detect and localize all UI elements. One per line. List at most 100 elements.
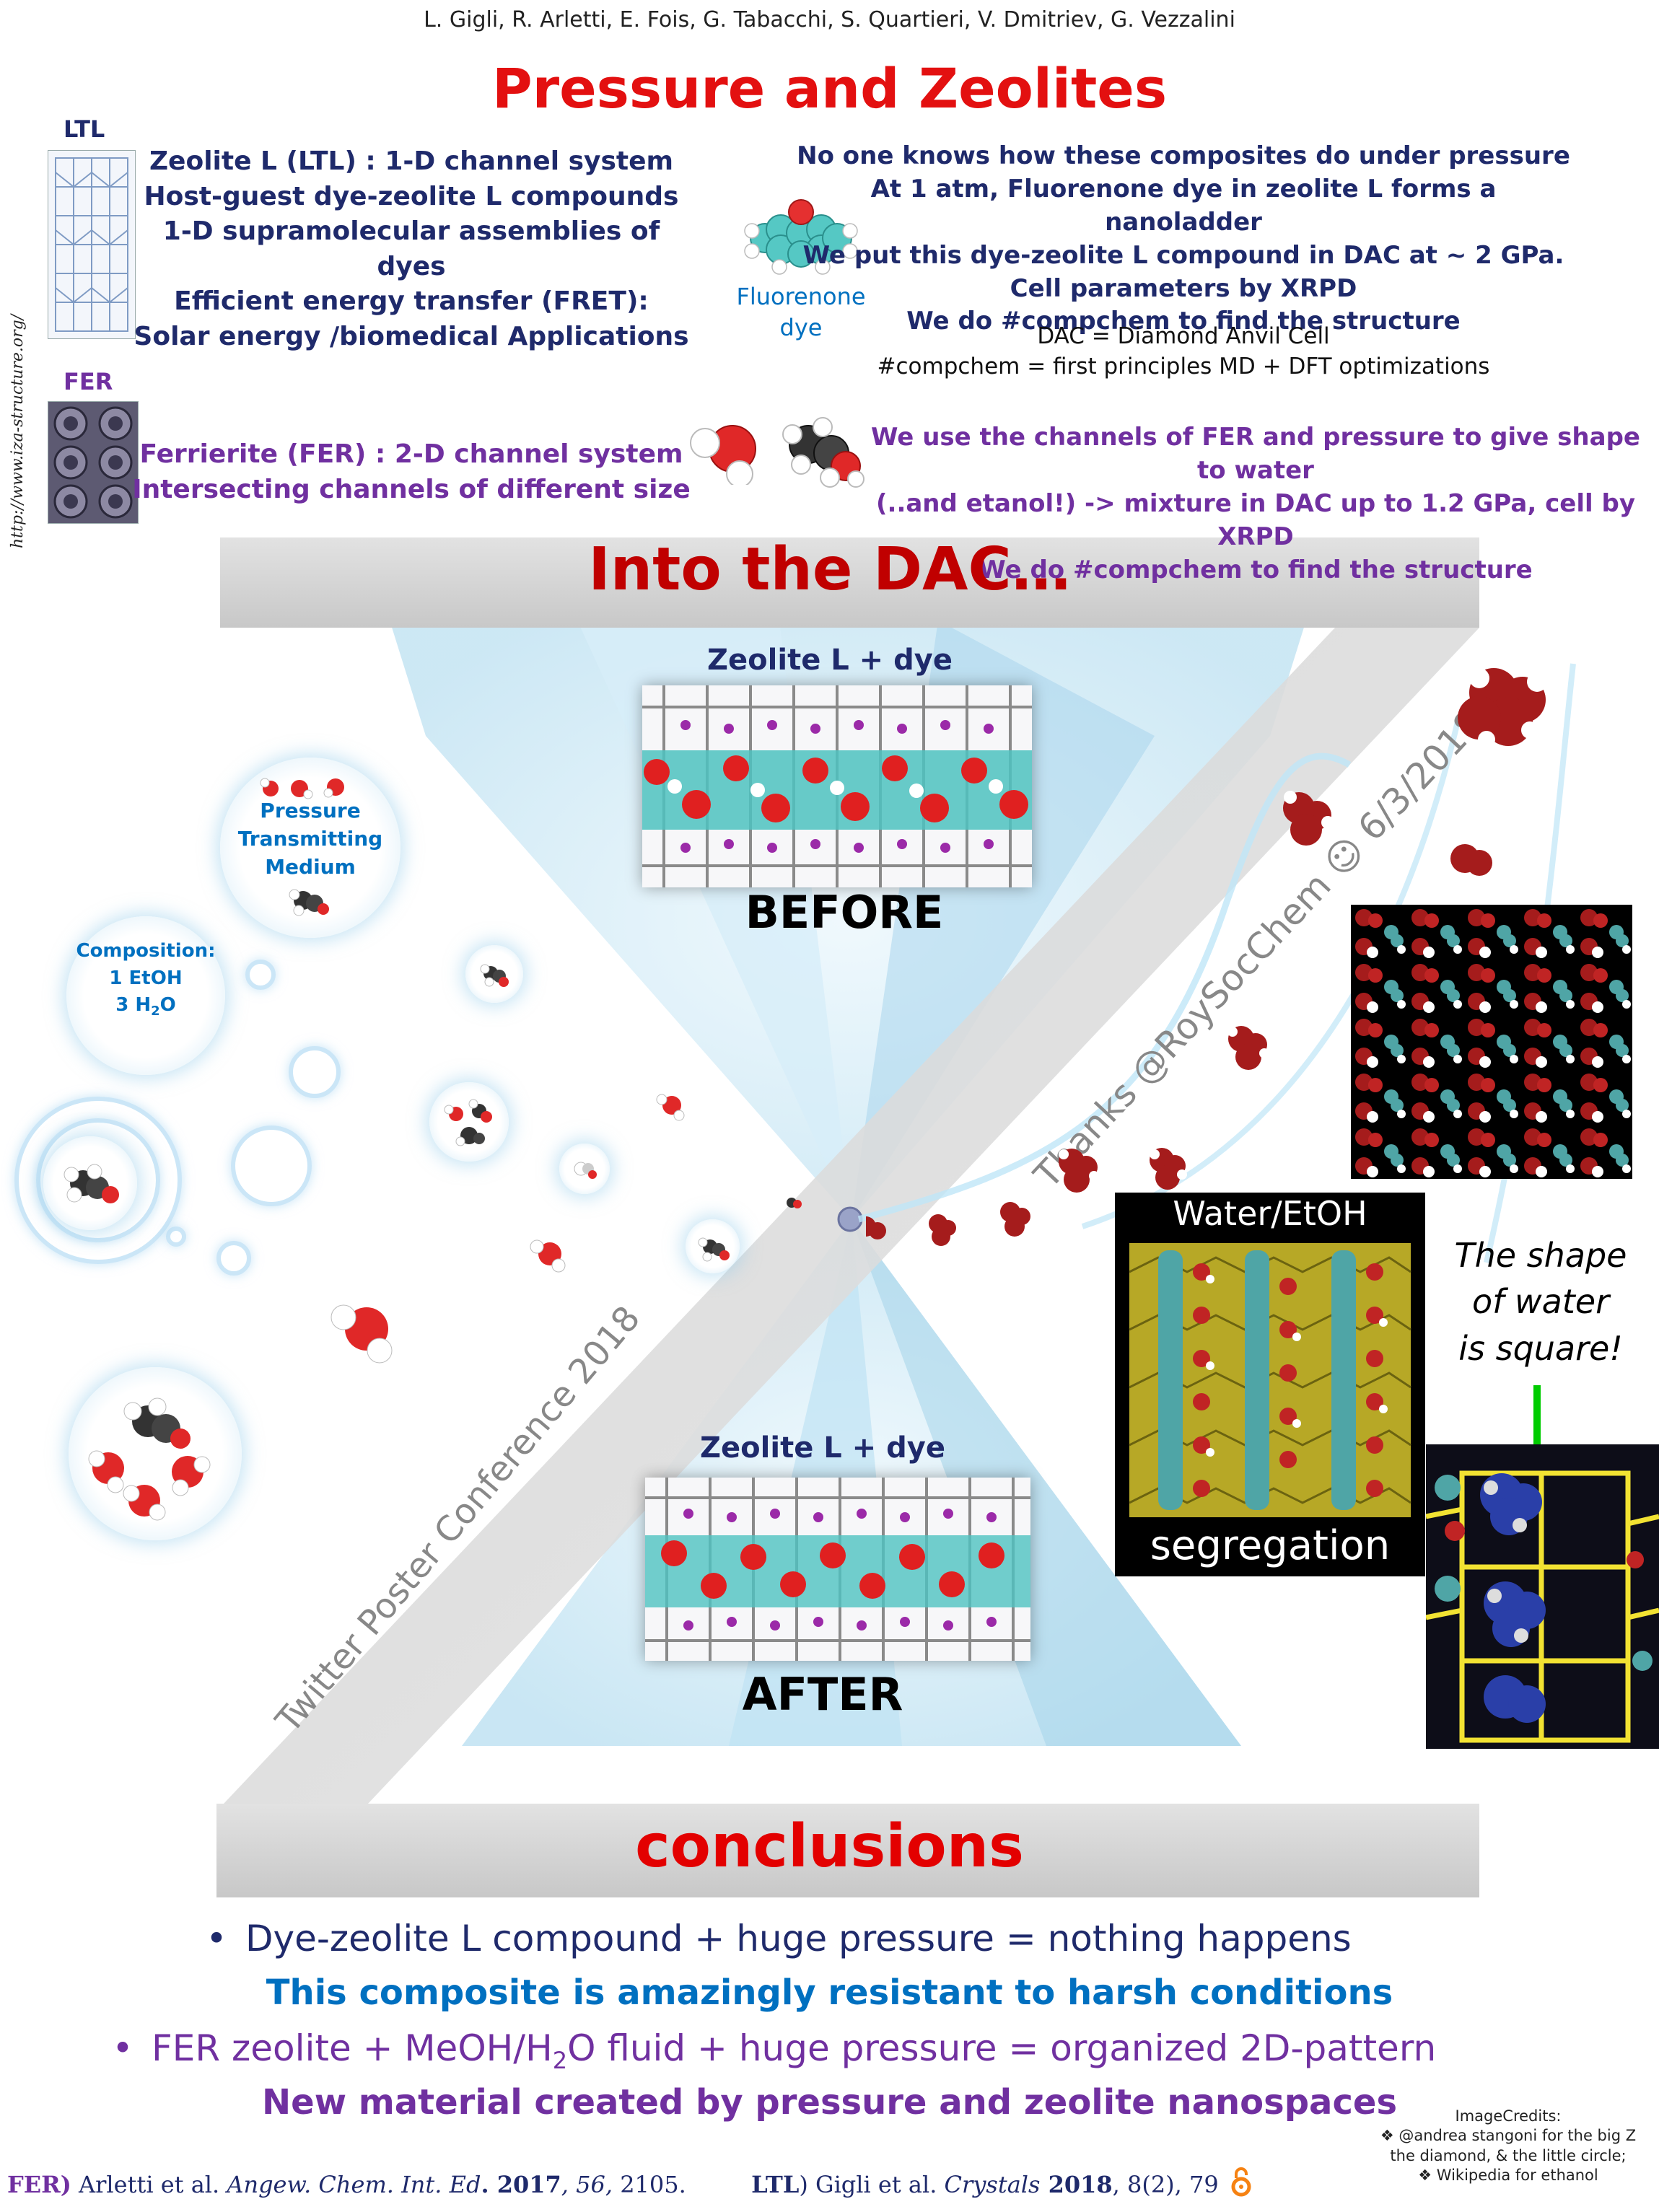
composite-line-5: We do #compchem to find the structure [906,307,1461,336]
credits-line-2: the diamond, & the little circle; [1390,2146,1627,2164]
shape-of-water-note: The shape of water is square! [1443,1232,1638,1371]
credits-line-3: ❖ Wikipedia for ethanol [1418,2166,1598,2184]
composition-water-pre: 3 H [115,994,152,1017]
pressure-medium-line-2: Transmitting [237,827,383,851]
composition-etoh: 1 EtOH [109,967,183,989]
ref-fer-vol: , 56, [561,2171,613,2198]
fluorenone-molecule-icon [744,199,858,275]
fluorenone-label-line-1: Fluorenone [736,283,866,310]
ltl-framework-icon [55,157,128,332]
fer-line-2: Intersecting channels of different size [132,474,691,504]
author-list: L. Gigli, R. Arletti, E. Fois, G. Tabacc… [424,7,1235,32]
before-structure-image [642,685,1032,887]
fluorenone-label: Fluorenone dye [714,281,888,343]
composite-description: No one knows how these composites do und… [794,140,1573,338]
square-water-structure-image [1425,1444,1659,1749]
image-credits: ImageCredits: ❖ @andrea stangoni for the… [1357,2107,1659,2185]
fer-water-pattern-icon [1351,905,1632,1179]
composition-water: 3 H2O [66,992,225,1021]
before-label: BEFORE [745,886,944,939]
ref-ltl-tag: LTL [751,2171,800,2198]
fer-water-line-2: (..and etanol!) -> mixture in DAC up to … [875,488,1635,551]
conclusion-2-subline: New material created by pressure and zeo… [261,2082,1398,2123]
ltl-line-3: 1-D supramolecular assemblies of dyes [162,216,660,281]
decor-ring [36,1118,160,1242]
ethanol-small-icon [289,889,329,916]
ref-ltl-vol: , 8 [1112,2171,1142,2198]
ltl-description: Zeolite L (LTL) : 1-D channel system Hos… [130,144,693,355]
composite-line-4: Cell parameters by XRPD [1010,273,1357,303]
pressure-medium-line-1: Pressure [260,799,361,822]
segregation-structure-icon [1129,1243,1411,1517]
ref-fer-tag: FER) [7,2171,71,2198]
water-cluster-icons [866,668,1547,1246]
ltl-line-4: Efficient energy transfer (FRET): [174,286,649,317]
dac-note-2: #compchem = first principles MD + DFT op… [877,353,1490,379]
composite-line-3: We put this dye-zeolite L compound in DA… [802,240,1564,270]
after-structure-image [645,1478,1030,1661]
ref-ltl-year: 2018 [1040,2171,1113,2198]
fer-water-line-1: We use the channels of FER and pressure … [871,423,1640,485]
shape-line-2: of water [1471,1282,1610,1322]
composition-title: Composition: [76,940,216,962]
fer-line-1: Ferrierite (FER) : 2-D channel system [139,439,683,469]
decor-ring [289,1046,341,1098]
conclusion-2-post: O fluid + huge pressure = organized 2D-p… [567,2027,1437,2069]
fer-water-line-3: We do #compchem to find the structure [979,555,1533,584]
composite-line-2: At 1 atm, Fluorenone dye in zeolite L fo… [870,174,1497,237]
mixture-bubble-icon [88,1397,211,1521]
open-access-icon[interactable] [1230,2167,1252,2197]
water-tiny-icon [656,1094,685,1121]
fer-description: Ferrierite (FER) : 2-D channel system In… [130,437,693,507]
decor-ring [166,1226,186,1247]
credits-line-1: ❖ @andrea stangoni for the big Z [1380,2127,1637,2145]
composition-water-post: O [159,994,176,1017]
ref-ltl-issue: (2), 79 [1142,2171,1219,2198]
poster-title: Pressure and Zeolites [491,56,1168,120]
ethanol-tiny-icon [787,1198,802,1208]
dac-note-1: DAC = Diamond Anvil Cell [1037,323,1330,349]
water-molecule-icon [690,425,756,485]
fer-framework-icon [53,406,133,519]
ethanol-tiny-icon [480,964,509,987]
water-tiny-icon [530,1239,566,1273]
square-water-icon [1425,1470,1659,1743]
conclusion-bullet-1: •Dye-zeolite L compound + huge pressure … [188,1912,1414,1966]
ref-fer-journal: Angew. Chem. Int. Ed [227,2171,481,2198]
mixed-tiny-icon [444,1099,492,1146]
conclusions-title: conclusions [635,1812,1024,1881]
credits-title: ImageCredits: [1455,2107,1562,2125]
ltl-structure-image [48,150,136,339]
conclusion-bullet-2: •FER zeolite + MeOH/H2O fluid + huge pre… [94,2022,1609,2078]
conclusion-1-subline: This composite is amazingly resistant to… [266,1972,1393,2013]
water-etoh-title: Water/EtOH [1173,1194,1367,1233]
molecule-bubble [429,1082,509,1162]
ref-fer-year: . 2017 [481,2171,561,2198]
composite-line-1: No one knows how these composites do und… [797,141,1570,170]
decor-ring [14,1097,182,1264]
ltl-line-5: Solar energy /biomedical Applications [133,321,689,351]
ethanol-tiny-icon [574,1162,597,1179]
shape-line-1: The shape [1454,1236,1627,1275]
ref-ltl-journal: Crystals [944,2171,1041,2198]
decor-ring [231,1125,312,1206]
ref-fer-authors: Arletti et al. [71,2171,227,2198]
fer-label: FER [64,368,113,395]
dac-notes: DAC = Diamond Anvil Cell #compchem = fir… [794,322,1573,382]
fer-structure-image [48,401,139,524]
ethanol-tiny-icon [698,1237,730,1262]
decor-ring [216,1241,251,1276]
water-etoh-panel [1115,1193,1425,1576]
ethanol-bubble-icon [64,1164,119,1203]
segregation-label: segregation [1150,1522,1391,1569]
bullet-dot: • [206,1918,227,1959]
zeolite-dye-before-icon [642,685,1032,887]
ref-ltl-authors: ) Gigli et al. [799,2171,945,2198]
ltl-line-1: Zeolite L (LTL) : 1-D channel system [149,146,674,176]
pressure-medium-line-3: Medium [265,855,356,879]
shape-line-3: is square! [1458,1328,1623,1368]
decor-ring [245,960,276,990]
references: FER) Arletti et al. Angew. Chem. Int. Ed… [7,2167,1659,2198]
fer-water-description: We use the channels of FER and pressure … [859,421,1653,587]
ref-fer-page: 2105. [613,2171,686,2198]
